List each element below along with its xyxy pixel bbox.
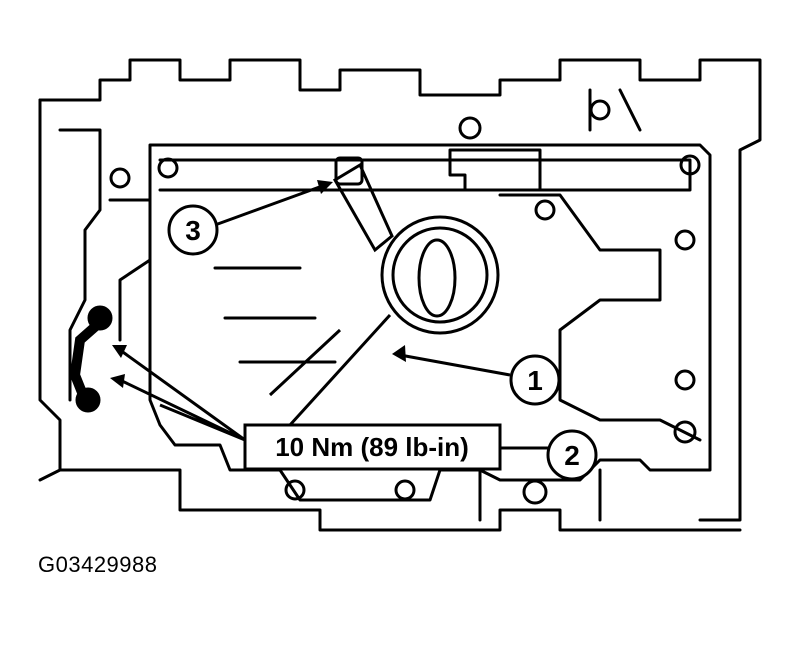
callout-2-circle [546, 429, 598, 481]
bolt [534, 199, 556, 221]
figure-id: G03429988 [38, 552, 158, 577]
callout-3-label: 3 [185, 215, 201, 246]
bolt [109, 167, 131, 189]
bolt [75, 387, 101, 413]
callout-1-circle [509, 354, 561, 406]
oil-level-tube [332, 162, 394, 253]
oil-filter-housing [380, 215, 500, 335]
arrowhead [392, 345, 406, 362]
callout-2-label: 2 [564, 440, 580, 471]
bolt [394, 479, 416, 501]
callout-3-circle [167, 204, 219, 256]
arrowhead [317, 180, 333, 194]
bolt [458, 116, 482, 140]
bolt [284, 479, 306, 501]
arrowhead [112, 345, 127, 358]
bolt [522, 479, 548, 505]
engine-block-outline [38, 58, 762, 522]
bolt [674, 229, 696, 251]
bolt [673, 420, 697, 444]
leader-line [268, 313, 392, 427]
leader-line [119, 348, 246, 442]
arrowhead [110, 374, 125, 388]
bolt [589, 99, 611, 121]
pickup-bracket [69, 314, 109, 402]
bolt [679, 154, 701, 176]
callout-1-label: 1 [527, 365, 543, 396]
leader-line [399, 353, 511, 377]
torque-spec-label: 10 Nm (89 lb-in) [275, 432, 469, 462]
torque-spec-box [243, 423, 502, 471]
leader-line [214, 183, 326, 227]
bolt [87, 305, 113, 331]
bolt [157, 157, 179, 179]
bolt [674, 369, 696, 391]
